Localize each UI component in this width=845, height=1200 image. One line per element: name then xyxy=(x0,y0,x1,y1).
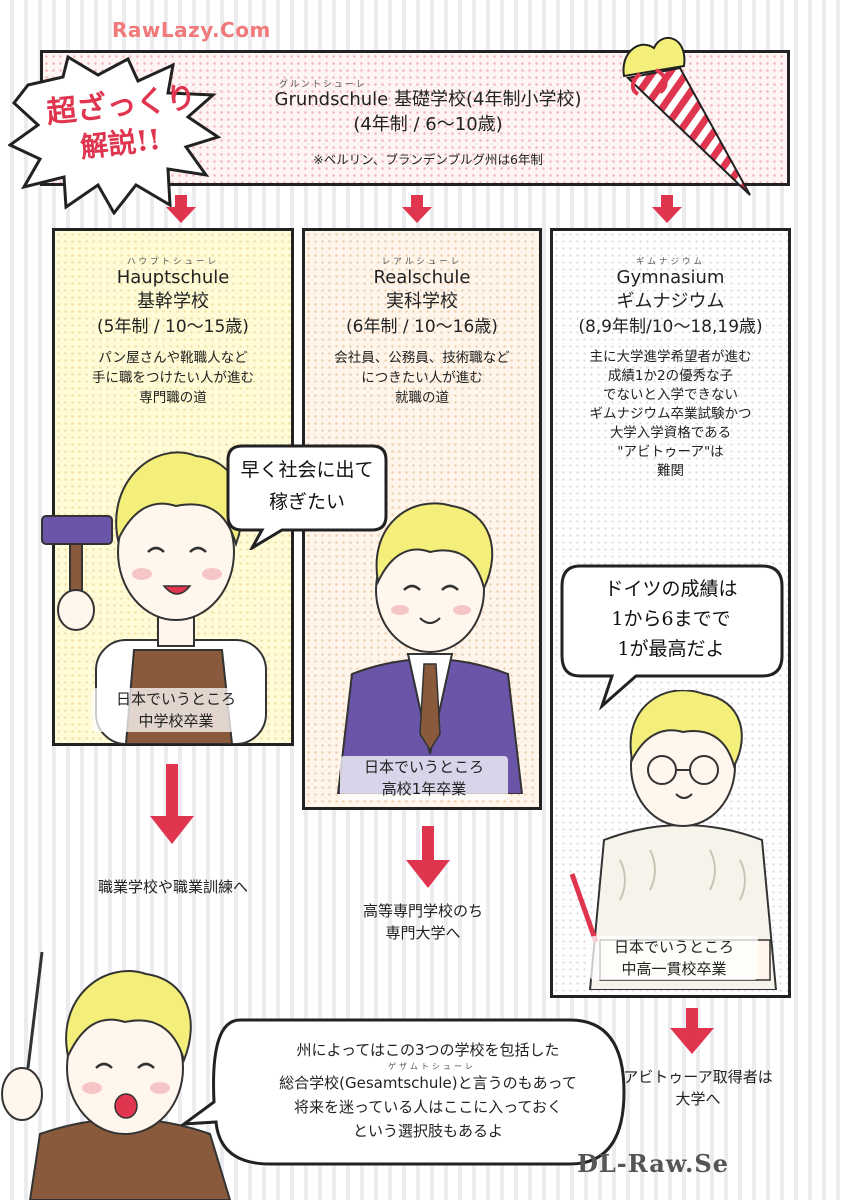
gesamtschule-explanation: 州によってはこの3つの学校を包括した ゲザムトシューレ 総合学校(Gesamts… xyxy=(238,1038,618,1143)
narrator-character xyxy=(1,970,232,1200)
arrow-down-icon xyxy=(166,195,196,223)
pencil-icon xyxy=(569,873,599,943)
gesamtschule-ruby: ゲザムトシューレ xyxy=(388,1062,476,1071)
arrow-down-icon xyxy=(402,195,432,223)
column-ruby: レアルシューレ xyxy=(381,257,463,267)
equivalence-caption: 日本でいうところ 高校1年卒業 xyxy=(340,756,508,800)
burst-line-2: 解説!! xyxy=(78,122,163,165)
equivalence-caption: 日本でいうところ 中学校卒業 xyxy=(92,688,260,732)
hammer-icon xyxy=(41,515,113,631)
column-description: 主に大学進学希望者が進む 成績1か2の優秀な子 でないと入学できない ギムナジウ… xyxy=(589,349,752,479)
column-years: (8,9年制/10〜18,19歳) xyxy=(578,317,763,337)
column-jp-name: 基幹学校 xyxy=(137,291,209,312)
grundschule-years: (4年制 / 6〜10歳) xyxy=(353,114,503,135)
arrow-down-icon xyxy=(406,826,450,888)
column-description: パン屋さんや靴職人など 手に職をつけたい人が進む 専門職の道 xyxy=(92,350,254,406)
office-worker-character xyxy=(336,502,524,794)
arrow-down-icon xyxy=(150,764,194,844)
column-jp-name: 実科学校 xyxy=(386,291,458,312)
grundschule-note: ※ベルリン、ブランデンブルグ州は6年制 xyxy=(313,152,543,167)
watermark-top: RawLazy.Com xyxy=(112,18,271,42)
column-years: (6年制 / 10〜16歳) xyxy=(346,317,498,337)
destination-realschule: 高等専門学校のち 専門大学へ xyxy=(362,902,483,942)
speech-bubble xyxy=(180,1018,626,1166)
starburst-badge xyxy=(8,55,222,215)
column-years: (5年制 / 10〜15歳) xyxy=(97,317,249,337)
watermark-bottom: DL-Raw.Se xyxy=(577,1149,729,1178)
speech-bubble xyxy=(560,564,784,710)
column-name: Realschule xyxy=(373,267,471,288)
arrow-down-icon xyxy=(670,1008,714,1054)
column-name: Gymnasium xyxy=(616,267,725,288)
destination-gymnasium: アビトゥーア取得者は 大学へ xyxy=(623,1068,773,1108)
arrow-down-icon xyxy=(652,195,682,223)
grades-speech: ドイツの成績は 1から6までで 1が最高だよ xyxy=(604,578,738,660)
worker-speech: 早く社会に出て 稼ぎたい xyxy=(240,459,374,513)
pointer-stick-icon xyxy=(26,951,44,1069)
speech-bubble xyxy=(226,444,388,550)
column-description: 会社員、公務員、技術職など につきたい人が進む 就職の道 xyxy=(334,350,510,406)
equivalence-caption: 日本でいうところ 中高一貫校卒業 xyxy=(590,936,758,980)
school-cone-icon xyxy=(622,37,751,196)
column-name: Hauptschule xyxy=(116,267,230,288)
grundschule-title: Grundschule 基礎学校(4年制小学校) xyxy=(274,89,582,110)
grundschule-text: グルントシューレ Grundschule 基礎学校(4年制小学校) (4年制 /… xyxy=(243,77,613,170)
column-ruby: ギムナジウム xyxy=(635,257,705,267)
destination-hauptschule: 職業学校や職業訓練へ xyxy=(97,878,248,896)
grundschule-ruby: グルントシューレ xyxy=(279,80,367,90)
column-ruby: ハウプトシューレ xyxy=(126,257,219,267)
column-jp-name: ギムナジウム xyxy=(616,291,725,312)
